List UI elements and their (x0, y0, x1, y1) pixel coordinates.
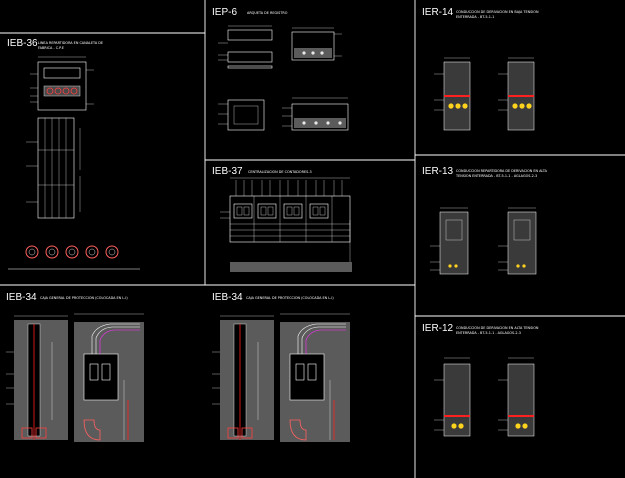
panel-code: IER-12 (422, 323, 454, 334)
panel-iep6-title: IEP-6 ARQUETA DE REGISTRO (212, 7, 288, 18)
panel-code: IEB-34 (6, 292, 37, 303)
panel-code: IER-14 (422, 7, 454, 18)
ier13-drawing (430, 207, 537, 275)
svg-text:LINEA REPARTIDORA EN CANALETA: LINEA REPARTIDORA EN CANALETA DE (38, 41, 103, 45)
panel-ieb34b-title: IEB-34 CAJA GENERAL DE PROTECCION (COLOC… (212, 292, 334, 303)
panel-ier13-title: IER-13 CONDUCCION REPARTIDORA DE DERIVAC… (422, 166, 548, 178)
svg-text:CAJA GENERAL DE PROTECCION (CO: CAJA GENERAL DE PROTECCION (COLOCADA EN … (246, 296, 334, 300)
ieb37-drawing (220, 177, 352, 272)
panel-ier12-title: IER-12 CONDUCCION DE DERIVACION EN ALTA … (422, 323, 539, 335)
svg-text:ARQUETA DE REGISTRO: ARQUETA DE REGISTRO (247, 11, 288, 15)
svg-text:CONDUCCION REPARTIDORA DE DERI: CONDUCCION REPARTIDORA DE DERIVACION EN … (456, 169, 548, 173)
panel-code: IEB-34 (212, 292, 243, 303)
panel-ieb34a-title: IEB-34 CAJA GENERAL DE PROTECCION (COLOC… (6, 292, 128, 303)
ier14-drawing (434, 57, 535, 131)
svg-text:FABRICA - C.P.E: FABRICA - C.P.E (38, 46, 64, 50)
ier12-drawing (434, 357, 535, 437)
panel-ier14-title: IER-14 CONDUCCION DE DERIVACION EN BAJA … (422, 7, 539, 19)
ieb36-drawing (8, 56, 140, 270)
panel-ieb36-title: IEB-36 LINEA REPARTIDORA EN CANALETA DE … (7, 38, 103, 50)
svg-text:CONDUCCION DE DERIVACION EN BA: CONDUCCION DE DERIVACION EN BAJA TENSION (456, 10, 539, 14)
panel-code: IEP-6 (212, 7, 237, 18)
svg-text:ENTERRADA - BT-5-1-1: ENTERRADA - BT-5-1-1 (456, 15, 494, 19)
panel-code: IER-13 (422, 166, 454, 177)
panel-ieb37-title: IEB-37 CENTRALIZACION DE CONTADORES-3 (212, 166, 312, 177)
svg-text:ENTERRADA - BT-5-1-1 - AGLAGOS: ENTERRADA - BT-5-1-1 - AGLAGOS-2-3 (456, 331, 521, 335)
svg-text:CAJA GENERAL DE PROTECCION (CO: CAJA GENERAL DE PROTECCION (COLOCADA EN … (40, 296, 128, 300)
ieb34a-drawing (6, 313, 144, 442)
iep6-drawing (218, 25, 349, 131)
svg-text:CONDUCCION DE DERIVACION EN AL: CONDUCCION DE DERIVACION EN ALTA TENSION (456, 326, 539, 330)
panel-code: IEB-36 (7, 38, 38, 49)
svg-text:CENTRALIZACION DE CONTADORES-3: CENTRALIZACION DE CONTADORES-3 (248, 170, 312, 174)
ieb34b-drawing (212, 313, 350, 442)
svg-text:TENSION ENTERRADA - BT-5-1-1 -: TENSION ENTERRADA - BT-5-1-1 - AGLAGOS-2… (455, 174, 537, 178)
panel-code: IEB-37 (212, 166, 243, 177)
